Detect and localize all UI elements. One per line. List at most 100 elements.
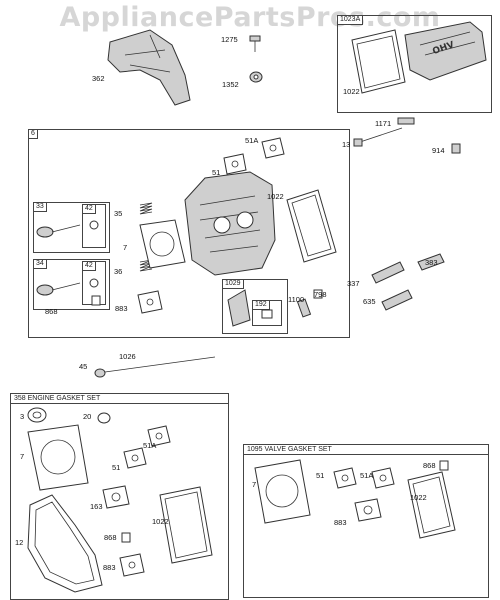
vset-seal-868-drawing: [439, 460, 449, 471]
rocker-stud-box-tag: 192: [253, 301, 270, 310]
gasket-883-head-drawing: [137, 290, 163, 314]
label-vset-883: 883: [334, 518, 347, 527]
exhaust-keeper-box-tag: 42: [83, 262, 96, 271]
set-crankcase-gasket-drawing: [27, 494, 103, 593]
intake-keeper-box: 42: [82, 204, 106, 248]
rocker-arm-drawing: [227, 289, 251, 327]
vset-gasket-51a-drawing: [371, 467, 395, 489]
watermark-text: AppliancePartsPros.com: [59, 2, 441, 33]
label-868-head: 868: [45, 307, 58, 316]
label-vset-51: 51: [316, 471, 325, 480]
cylinder-head-box-tag: 6: [29, 130, 38, 139]
label-51a-head: 51A: [245, 136, 259, 145]
valve-spring-35-drawing: [139, 202, 153, 215]
bolt-914-drawing: [451, 143, 461, 154]
set-seal-868-drawing: [121, 532, 131, 543]
label-vset-51a: 51A: [360, 471, 374, 480]
set-gasket-51a-drawing: [147, 425, 171, 447]
label-set-1022: 1022: [152, 517, 169, 526]
vset-gasket-1022-drawing: [407, 471, 456, 539]
nut-1352-drawing: [249, 71, 263, 83]
valve-gasket-set-box: 1095 VALVE GASKET SET: [243, 444, 489, 598]
label-883-head: 883: [115, 304, 128, 313]
label-set-51a: 51A: [143, 441, 157, 450]
label-1026: 1026: [119, 352, 136, 361]
label-set-7: 7: [20, 452, 25, 461]
valve-cover-box: 1023A: [337, 15, 492, 113]
label-35: 35: [114, 209, 123, 218]
cylinder-head-drawing: [184, 171, 276, 276]
label-set-3: 3: [20, 412, 25, 421]
rocker-cover-gasket-drawing: [286, 189, 337, 263]
label-1275: 1275: [221, 35, 238, 44]
intake-valve-box: 33: [33, 202, 110, 253]
rocker-arm-box-tag: 1029: [223, 280, 244, 289]
head-bolt-13-drawing: [353, 127, 403, 147]
blower-shield-drawing: [107, 29, 191, 106]
label-337: 337: [347, 279, 360, 288]
valve-cover-box-tag: 1023A: [338, 16, 364, 25]
vset-gasket-51-drawing: [333, 467, 357, 489]
head-gasket-drawing: [139, 219, 186, 269]
valve-keeper-drawings: [89, 220, 99, 288]
set-seal-20-drawing: [97, 412, 111, 424]
spark-plug-boot-drawing: [417, 253, 445, 271]
set-oil-seal-drawing: [27, 407, 47, 423]
intake-valve-box-tag: 33: [34, 203, 47, 212]
label-set-868: 868: [104, 533, 117, 542]
label-1022-cover: 1022: [343, 87, 360, 96]
valve-seal-868-drawing: [91, 295, 101, 306]
gasket-51a-head-drawing: [261, 137, 285, 159]
intake-valve-drawing: [36, 224, 81, 238]
label-1022-head: 1022: [267, 192, 284, 201]
label-45: 45: [79, 362, 88, 371]
engine-gasket-set-title: 358 ENGINE GASKET SET: [11, 394, 228, 404]
breather-tube-drawing: [397, 117, 415, 125]
label-1100: 1100: [288, 295, 305, 304]
label-vset-7: 7: [252, 480, 257, 489]
label-914: 914: [432, 146, 445, 155]
exhaust-valve-box-tag: 34: [34, 260, 47, 269]
label-vset-868: 868: [423, 461, 436, 470]
label-set-883: 883: [103, 563, 116, 572]
label-36: 36: [114, 267, 123, 276]
rocker-arm-box: 1029: [222, 279, 288, 334]
label-798: 798: [314, 290, 327, 299]
valve-cover-drawing: OHV: [404, 21, 487, 81]
screw-1275-drawing: [249, 35, 261, 52]
label-383: 383: [425, 258, 438, 267]
set-gasket-883-drawing: [119, 553, 145, 577]
exhaust-valve-drawing: [36, 282, 81, 296]
label-1352: 1352: [222, 80, 239, 89]
label-set-12: 12: [15, 538, 24, 547]
exhaust-valve-box: 34: [33, 259, 110, 310]
label-set-163: 163: [90, 502, 103, 511]
set-gasket-51-drawing: [123, 447, 147, 469]
valve-cover-gasket-drawing: [351, 29, 406, 94]
rocker-stud-drawing: [261, 309, 273, 319]
label-13: 13: [342, 140, 351, 149]
cylinder-head-box: 6: [28, 129, 350, 338]
label-7-head: 7: [123, 243, 128, 252]
spark-plug-drawing: [371, 261, 405, 284]
vset-gasket-883-drawing: [354, 498, 382, 522]
label-1171: 1171: [375, 119, 392, 128]
label-635: 635: [363, 297, 376, 306]
rocker-stud-box: 192: [252, 300, 282, 326]
label-362: 362: [92, 74, 105, 83]
label-set-51: 51: [112, 463, 121, 472]
push-rod-guide-drawing: [296, 289, 323, 318]
push-rod-drawing: [94, 356, 216, 378]
spark-plug-cover-drawing: [381, 289, 413, 311]
set-head-gasket-drawing: [27, 424, 89, 491]
gasket-51-head-drawing: [223, 153, 247, 175]
intake-keeper-box-tag: 42: [83, 205, 96, 214]
label-51-head: 51: [212, 168, 221, 177]
set-gasket-163-drawing: [102, 485, 130, 509]
vset-head-gasket-drawing: [254, 459, 311, 524]
label-vset-1022: 1022: [410, 493, 427, 502]
label-set-20: 20: [83, 412, 92, 421]
valve-gasket-set-title: 1095 VALVE GASKET SET: [244, 445, 488, 455]
set-gasket-1022-drawing: [159, 486, 213, 564]
